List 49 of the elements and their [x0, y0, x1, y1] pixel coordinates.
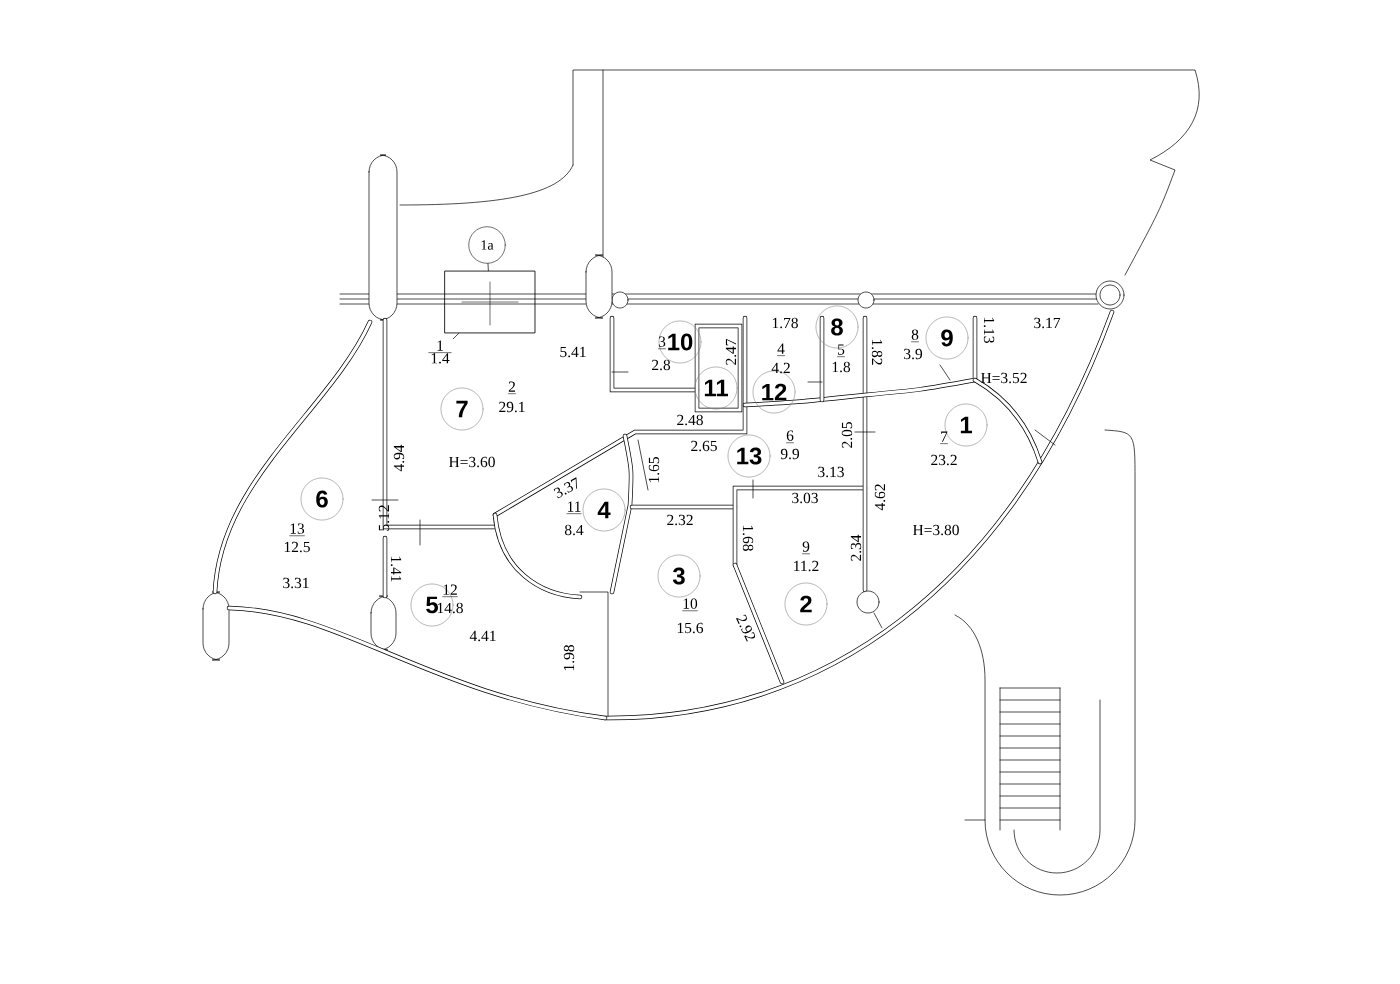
dimension-label: 14.8: [437, 602, 463, 614]
dimension-label: 5.12: [378, 505, 390, 531]
callout-number: 4: [582, 488, 626, 532]
dimension-label: 2.34: [850, 534, 862, 561]
axis-line: [487, 263, 489, 271]
dimension-label: H=3.80: [913, 524, 959, 536]
room-number: 3: [657, 336, 667, 350]
dimension-label: 12.5: [284, 541, 310, 553]
callout-number: 13: [727, 434, 771, 478]
room-number: 8: [910, 329, 920, 343]
dimension-label: 1.78: [772, 317, 798, 329]
dimension-label: 3.17: [1034, 317, 1061, 329]
callout-number: 3: [657, 554, 701, 598]
callout-number: 2: [784, 582, 828, 626]
dimension-label: 8.4: [564, 524, 584, 536]
dimension-label: 2.32: [667, 514, 693, 526]
dimension-label: 9.9: [780, 448, 800, 460]
dimension-label: H=3.60: [448, 456, 495, 468]
room-number: 6: [785, 430, 795, 444]
callout-number: 9: [925, 316, 969, 360]
room-number: 2: [507, 381, 517, 394]
dimension-label: 3.9: [904, 348, 923, 360]
dimension-label: 4.94: [393, 444, 405, 472]
room-label: 1 1.4: [428, 340, 452, 364]
dimension-label: 3.37: [553, 477, 577, 499]
room-number: 12: [442, 584, 458, 597]
dimension-label: 4.62: [874, 484, 886, 511]
dimension-label: 2.92: [736, 614, 756, 642]
dimension-label: 2.65: [691, 440, 717, 452]
leader-line: [452, 333, 460, 340]
dimension-label: 3.31: [283, 577, 309, 589]
balcony-box: [444, 270, 536, 334]
dimension-label: 4.41: [469, 630, 496, 642]
room-number: 10: [682, 598, 699, 612]
dimension-label: 15.6: [677, 622, 704, 634]
dimension-label: 1.98: [563, 645, 575, 671]
room-number: 13: [289, 523, 305, 537]
dimension-label: 2.47: [725, 338, 737, 365]
dimension-label: 3.13: [818, 466, 844, 478]
room-number: 4: [776, 343, 786, 356]
room-number: 9: [801, 541, 811, 555]
dimension-label: H=3.52: [981, 372, 1027, 384]
callout-number: 6: [300, 477, 344, 521]
dimension-label: 1.68: [742, 525, 754, 551]
dimension-label: 1.8: [832, 361, 851, 373]
callout-number: 7: [440, 387, 484, 431]
dimension-label: 2.05: [841, 422, 853, 448]
callout-number: 11: [694, 366, 738, 410]
dimension-label: 1.41: [390, 556, 402, 582]
